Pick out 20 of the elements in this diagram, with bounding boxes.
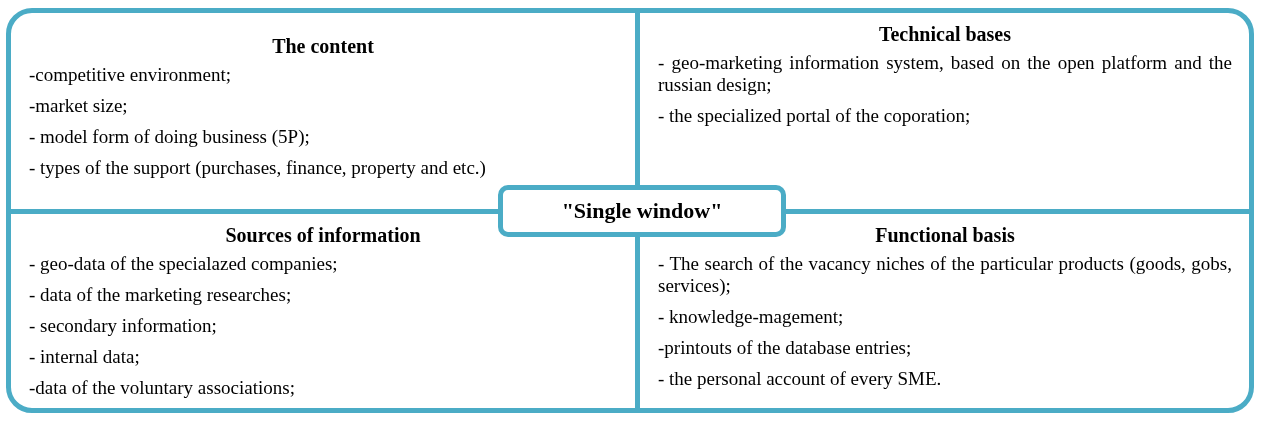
panel-heading: Functional basis — [874, 224, 1016, 247]
list-item: - geo-marketing information system, based on the open platform and the russian design; — [658, 52, 1232, 96]
panel-heading: Technical bases — [877, 23, 1013, 46]
list-item: - geo-data of the specialazed companies; — [29, 253, 339, 275]
list-item: - knowledge-magement; — [658, 306, 845, 328]
list-item: -printouts of the database entries; — [658, 337, 913, 359]
list-item: - data of the marketing researches; — [29, 284, 293, 306]
panel-heading: Sources of information — [224, 224, 422, 247]
list-item: - model form of doing business (5P); — [29, 126, 311, 148]
center-box: "Single window" — [498, 185, 786, 237]
list-item: -market size; — [29, 95, 129, 117]
list-item: - internal data; — [29, 346, 141, 368]
list-item: - the specialized portal of the coporation; — [658, 105, 972, 127]
panel-heading: The content — [271, 35, 375, 58]
list-item: - The search of the vacancy niches of the particular products (goods, gobs, services); — [658, 253, 1232, 297]
list-item: - secondary information; — [29, 315, 218, 337]
list-item: -data of the voluntary associations; — [29, 377, 296, 399]
list-item: - types of the support (purchases, finance, property and etc.) — [29, 157, 487, 179]
list-item: - the personal account of every SME. — [658, 368, 943, 390]
list-item: -competitive environment; — [29, 64, 233, 86]
